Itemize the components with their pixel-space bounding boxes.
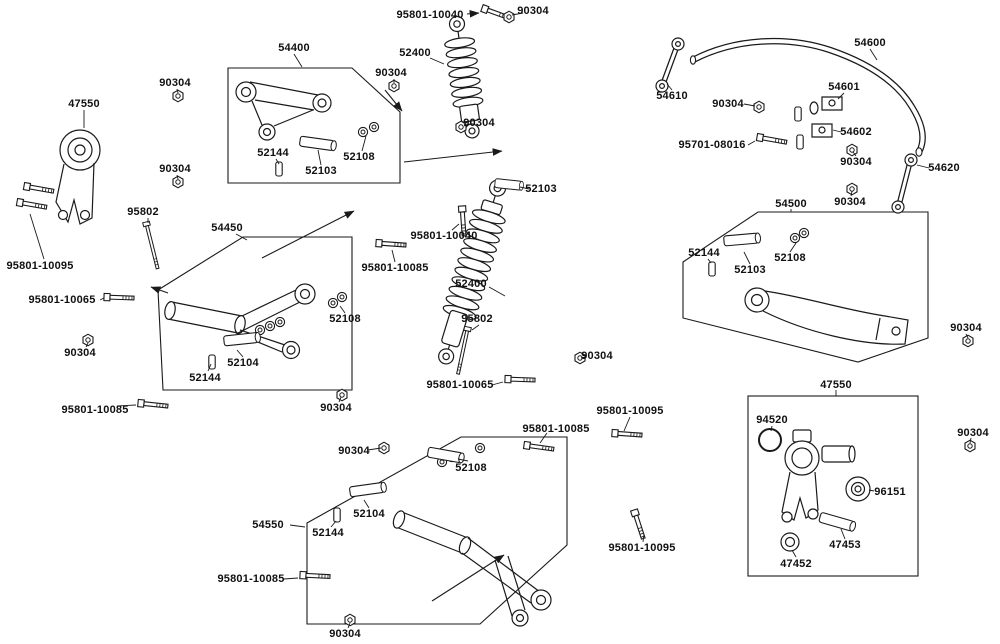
- box-47550: [747, 395, 919, 577]
- sleeve: [333, 507, 341, 523]
- pin: [222, 331, 262, 347]
- knuckle-left-47550: [55, 129, 101, 225]
- stabilizer-clamp-54601: [809, 96, 843, 115]
- stabilizer-link-54620: [891, 153, 918, 214]
- bolt: [15, 197, 48, 212]
- swing-arm-54550: [392, 510, 552, 627]
- hanger-bracket-54400: [235, 81, 332, 141]
- stabilizer-link-54610: [655, 37, 685, 93]
- o-ring-94520: [758, 428, 782, 452]
- bolt: [103, 292, 135, 303]
- stabilizer-bar-54600: [689, 37, 926, 157]
- long-bolt: [142, 220, 162, 270]
- washer: [474, 442, 486, 454]
- sleeve: [275, 161, 283, 177]
- nut: [336, 388, 348, 402]
- box-54500: [682, 211, 929, 363]
- washer: [357, 126, 369, 138]
- nut: [574, 351, 586, 365]
- pin: [348, 481, 388, 498]
- washer: [274, 316, 286, 328]
- box-54400: [227, 67, 401, 184]
- nut: [962, 334, 974, 348]
- bolt: [22, 181, 55, 196]
- washer: [264, 320, 276, 332]
- bolt: [504, 374, 536, 385]
- sleeve: [796, 134, 804, 150]
- direction-arrows: [150, 9, 505, 602]
- stabilizer-clamp-54602: [811, 123, 833, 138]
- shock-absorber-upper-52400: [444, 15, 484, 139]
- bolt: [611, 428, 643, 440]
- nut: [846, 143, 858, 157]
- washer: [336, 291, 348, 303]
- knuckle-47550: [758, 428, 871, 552]
- shock-absorber-lower-52400: [438, 179, 507, 365]
- washer: [789, 232, 801, 244]
- pin: [298, 135, 338, 152]
- bolt: [522, 440, 555, 454]
- sleeve: [794, 106, 802, 122]
- nut: [753, 100, 765, 114]
- bolt: [375, 238, 407, 250]
- trailing-arm-54500: [744, 287, 909, 345]
- washer: [798, 227, 810, 239]
- fasteners-bolts: [15, 4, 788, 581]
- swing-arm-54450: [164, 283, 316, 360]
- bolt: [137, 398, 169, 411]
- fasteners-small-parts: [208, 106, 858, 533]
- bolt: [299, 570, 331, 581]
- box-54450: [157, 236, 353, 391]
- nut: [503, 10, 515, 24]
- bolt: [755, 132, 788, 147]
- pin: [818, 511, 858, 533]
- washer: [327, 297, 339, 309]
- pin: [723, 232, 762, 247]
- assembly-boxes: [157, 67, 929, 625]
- nut: [455, 120, 467, 134]
- box-54550: [306, 436, 568, 625]
- sleeve: [708, 261, 716, 277]
- leader-lines: [29, 12, 972, 629]
- nut: [82, 333, 94, 347]
- washer: [368, 121, 380, 133]
